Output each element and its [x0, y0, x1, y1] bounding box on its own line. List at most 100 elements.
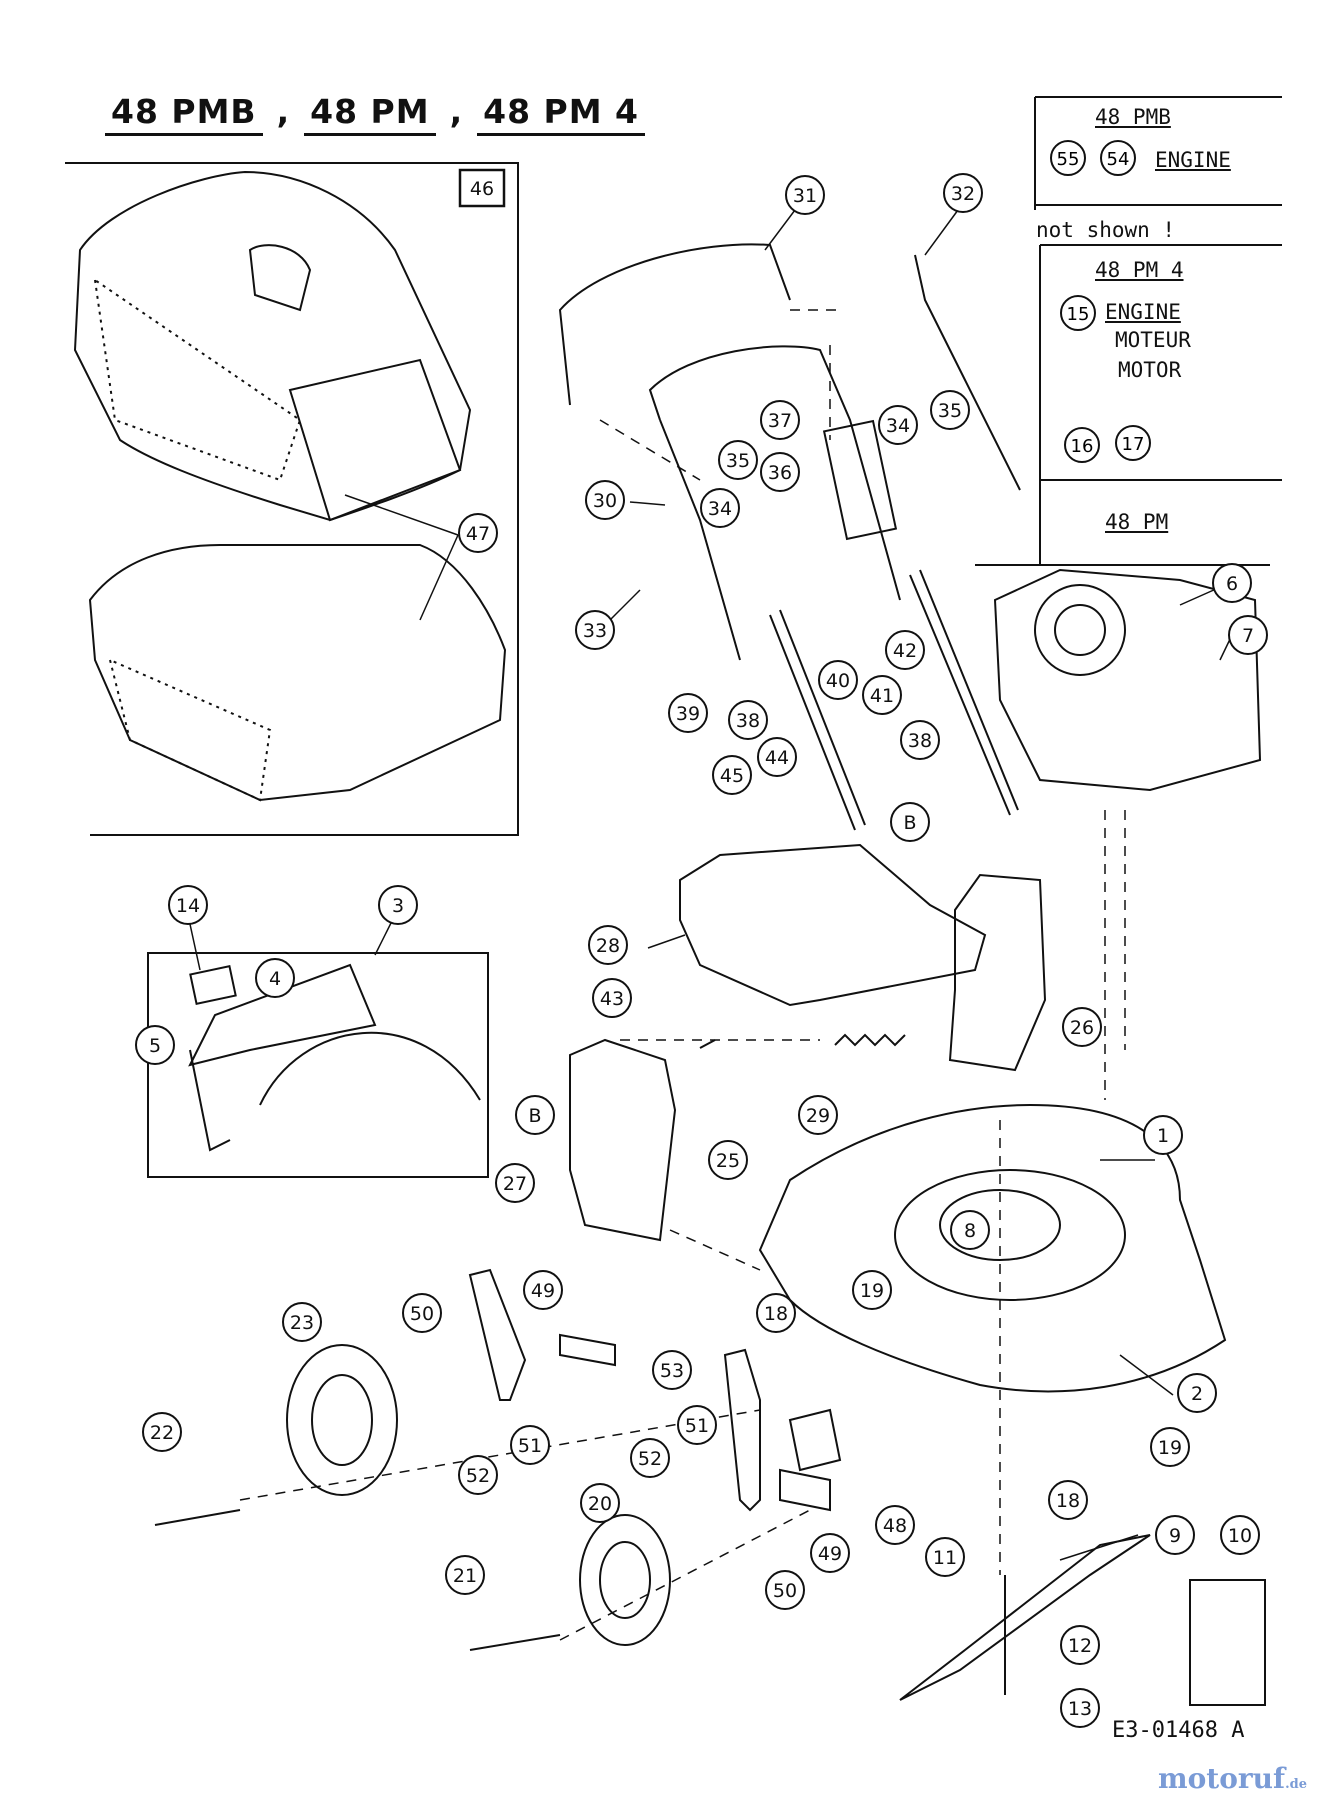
blade-9: [899, 1534, 1151, 1701]
callout-circle: [495, 1163, 535, 1203]
callout-number: 33: [583, 620, 607, 642]
callout-number: 50: [773, 1580, 797, 1602]
callout-c18a: 18: [756, 1293, 796, 1333]
callout-c22: 22: [142, 1412, 182, 1452]
callout-number: 37: [768, 410, 792, 432]
engine-body: [993, 568, 1262, 792]
grass-bag-chute: [288, 358, 462, 522]
callout-c34b: 34: [700, 488, 740, 528]
callout-c43: 43: [592, 978, 632, 1018]
callout-circle: [458, 1455, 498, 1495]
callout-circle: [402, 1293, 442, 1333]
callout-circle: [818, 660, 858, 700]
callout-circle: [677, 1405, 717, 1445]
callout-c49b: 49: [810, 1533, 850, 1573]
callout-circle: [282, 1302, 322, 1342]
callout-number: 51: [685, 1415, 709, 1437]
callout-circle: [862, 675, 902, 715]
callout-number: 44: [765, 747, 789, 769]
callout-c32: 32: [943, 173, 983, 213]
callout-number: 29: [806, 1105, 830, 1127]
callout-number: 18: [1056, 1490, 1080, 1512]
legend-item-number: 17: [1122, 434, 1145, 455]
callout-c48: 48: [875, 1505, 915, 1545]
callout-number: 39: [676, 703, 700, 725]
callout-circle: [668, 693, 708, 733]
callout-circle: [588, 925, 628, 965]
callout-number: 2: [1191, 1383, 1203, 1405]
callout-circle: [930, 390, 970, 430]
legend-pmb-engine: ENGINE: [1155, 148, 1231, 172]
legend-pmb-model: 48 PMB: [1095, 105, 1171, 129]
callout-c19b: 19: [1150, 1427, 1190, 1467]
callout-circle: [1143, 1115, 1183, 1155]
callout-number: 36: [768, 462, 792, 484]
callout-circle: [950, 1210, 990, 1250]
callout-c39: 39: [668, 693, 708, 733]
callout-c14: 14: [168, 885, 208, 925]
callout-number: 38: [908, 730, 932, 752]
callout-circle: [728, 700, 768, 740]
callout-number: 35: [726, 450, 750, 472]
callout-c18b: 18: [1048, 1480, 1088, 1520]
legend-item-callout: 54: [1100, 140, 1136, 176]
grass-bag-base-mesh: [108, 658, 272, 802]
callout-number: 10: [1228, 1525, 1252, 1547]
engine-flywheel: [1034, 584, 1126, 676]
callout-c52b: 52: [630, 1438, 670, 1478]
callout-circle: [510, 1425, 550, 1465]
bracket-49-upper: [559, 1333, 616, 1367]
legend-item-circle: [1100, 140, 1136, 176]
callout-c13: 13: [1060, 1688, 1100, 1728]
callout-number: 34: [886, 415, 910, 437]
callout-number: 7: [1242, 625, 1254, 647]
callout-circle: [1062, 1007, 1102, 1047]
grass-bag-frame: [65, 162, 519, 836]
callout-number: B: [903, 812, 916, 834]
leader-lines: [187, 209, 1233, 1561]
callout-circle: [943, 173, 983, 213]
callout-circle: [885, 630, 925, 670]
grass-bag-handle: [248, 244, 312, 312]
bracket-48: [788, 1408, 842, 1472]
callout-circle: [1212, 563, 1252, 603]
callout-number: 31: [793, 185, 817, 207]
callout-c9: 9: [1155, 1515, 1195, 1555]
callout-c35a: 35: [930, 390, 970, 430]
mower-deck-1: [758, 1103, 1227, 1393]
callout-circle: [757, 737, 797, 777]
callout-number: 6: [1226, 573, 1238, 595]
model-title-pm: 48 PM: [304, 92, 436, 136]
callout-circle: [1048, 1480, 1088, 1520]
grass-bag-mesh: [93, 277, 302, 482]
callout-c37: 37: [760, 400, 800, 440]
callout-circle: [445, 1555, 485, 1595]
engine-flywheel-hub: [1054, 604, 1106, 656]
callout-c51b: 51: [677, 1405, 717, 1445]
callout-circle: [718, 440, 758, 480]
legend-item-number: 54: [1107, 149, 1130, 170]
callout-circle: [135, 1025, 175, 1065]
callout-circle: [630, 1438, 670, 1478]
callout-circle: [585, 480, 625, 520]
callout-c33: 33: [575, 610, 615, 650]
callout-circle: [255, 958, 295, 998]
callout-c53: 53: [652, 1350, 692, 1390]
callout-c25: 25: [708, 1140, 748, 1180]
axle-bolt-22: [154, 1509, 241, 1526]
callout-c10: 10: [1220, 1515, 1260, 1555]
handle-left-arm: [659, 419, 741, 661]
callout-circle: [890, 802, 930, 842]
callout-box-46: [458, 168, 506, 208]
callout-number: 19: [860, 1280, 884, 1302]
callout-c52a: 52: [458, 1455, 498, 1495]
callout-circle: [900, 720, 940, 760]
callout-number: 1: [1157, 1125, 1169, 1147]
callout-circle: [142, 1412, 182, 1452]
callout-number: 35: [938, 400, 962, 422]
callout-c12: 12: [1060, 1625, 1100, 1665]
model-title-pm4: 48 PM 4: [477, 92, 646, 136]
legend-pm4-engine: ENGINE: [1105, 300, 1181, 324]
callout-number: 40: [826, 670, 850, 692]
